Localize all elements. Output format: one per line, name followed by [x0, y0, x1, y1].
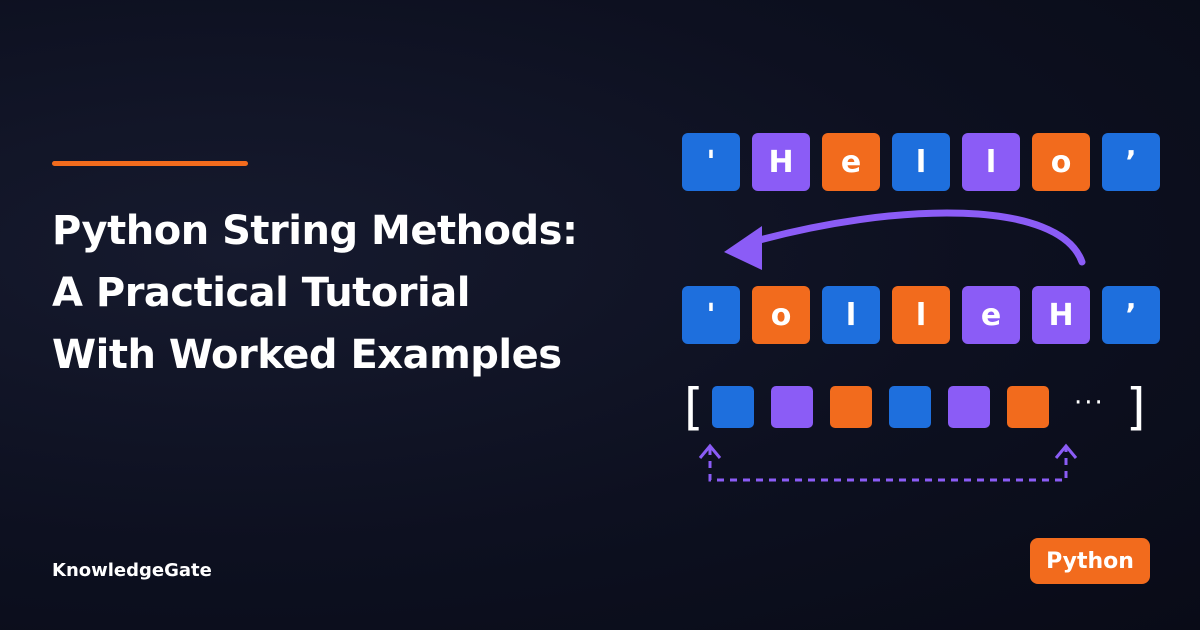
string-row-reversed: ' o l l e H ’: [682, 286, 1160, 344]
open-bracket: [: [684, 378, 704, 436]
list-square: [948, 386, 990, 428]
list-square: [889, 386, 931, 428]
ellipsis: ···: [1074, 388, 1105, 418]
list-representation: [ ··· ]: [682, 380, 1152, 440]
char-tile: H: [752, 133, 810, 191]
char-tile: l: [962, 133, 1020, 191]
char-tile: l: [822, 286, 880, 344]
accent-line: [52, 161, 248, 166]
char-tile: ’: [1102, 286, 1160, 344]
title-line-2: A Practical Tutorial: [52, 270, 470, 316]
char-tile: H: [1032, 286, 1090, 344]
char-tile: e: [962, 286, 1020, 344]
list-square: [712, 386, 754, 428]
page-title: Python String Methods: A Practical Tutor…: [52, 200, 578, 386]
dashed-link-icon: [708, 448, 1068, 482]
char-tile: ': [682, 133, 740, 191]
char-tile: l: [892, 286, 950, 344]
char-tile: e: [822, 133, 880, 191]
python-badge: Python: [1030, 538, 1150, 584]
up-arrow-icon: [1054, 443, 1078, 459]
char-tile: o: [1032, 133, 1090, 191]
brand-name: KnowledgeGate: [52, 560, 212, 581]
title-line-3: With Worked Examples: [52, 332, 562, 378]
up-arrow-icon: [698, 443, 722, 459]
title-line-1: Python String Methods:: [52, 208, 578, 254]
list-square: [1007, 386, 1049, 428]
list-square: [771, 386, 813, 428]
char-tile: o: [752, 286, 810, 344]
char-tile: l: [892, 133, 950, 191]
close-bracket: ]: [1126, 378, 1146, 436]
char-tile: ’: [1102, 133, 1160, 191]
string-row-original: ' H e l l o ’: [682, 133, 1160, 191]
char-tile: ': [682, 286, 740, 344]
reverse-arrow-icon: [741, 209, 1086, 266]
reverse-arrow-head-icon: [724, 226, 762, 270]
list-square: [830, 386, 872, 428]
